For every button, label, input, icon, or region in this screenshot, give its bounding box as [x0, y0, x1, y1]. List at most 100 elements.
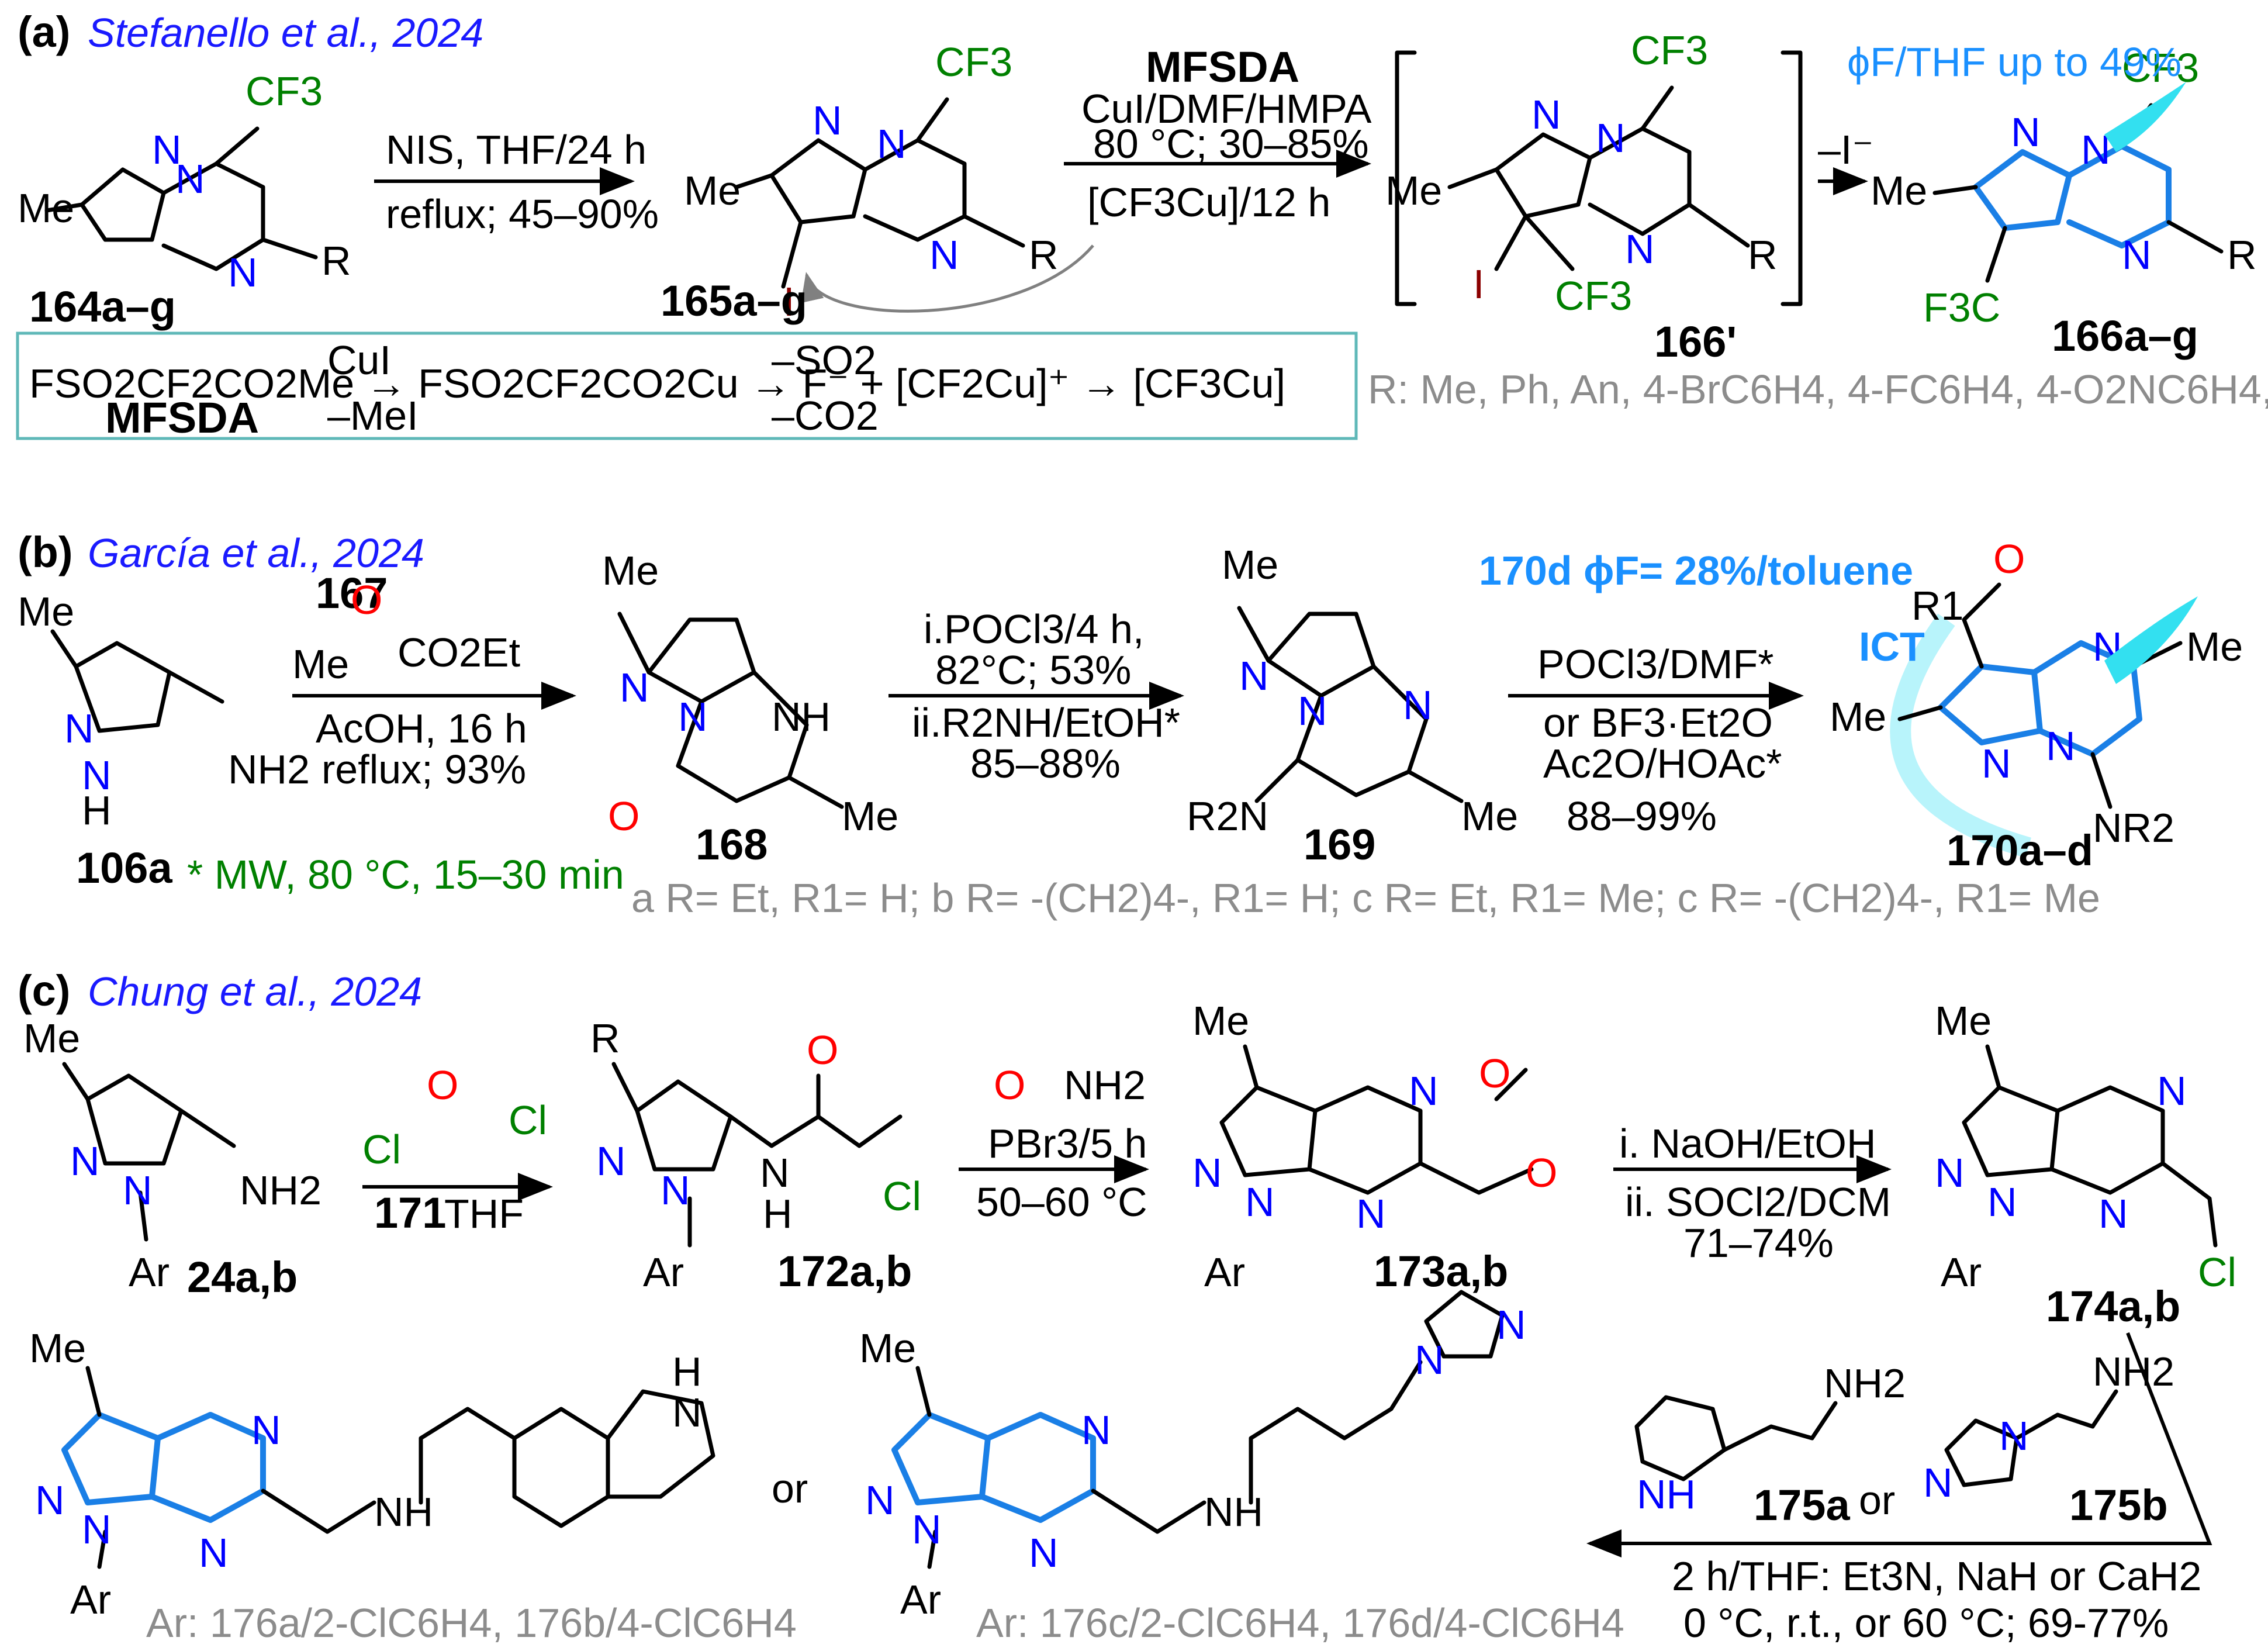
atom-n: N: [2098, 1191, 2128, 1236]
atom-nh2: NH2: [240, 1168, 321, 1213]
atom-cl: Cl: [362, 1127, 401, 1172]
atom-me: Me: [2186, 624, 2243, 669]
atom-o: O: [994, 1062, 1025, 1108]
atom-n: N: [678, 694, 708, 740]
cond-b1-bottom: reflux; 93%: [321, 747, 526, 792]
cond-a2-line2: CuI/DMF/HMPA: [1081, 86, 1372, 132]
label-166-prime: 166': [1654, 317, 1737, 366]
atom-n: N: [929, 232, 959, 278]
atom-n: N: [760, 1150, 790, 1196]
compound-166-prime: N N N Me CF3 R I CF3 166': [1385, 27, 1803, 366]
note-ar-cd: Ar: 176c/2-ClC6H4, 176d/4-ClC6H4: [976, 1600, 1624, 1646]
atom-me: Me: [1192, 998, 1249, 1044]
atom-nh2: NH2: [2093, 1349, 2174, 1394]
compound-168: Me N N NH O Me 168: [602, 548, 898, 869]
atom-ar: Ar: [129, 1249, 170, 1295]
atom-n: N: [1999, 1413, 2029, 1459]
atom-n: N: [199, 1530, 229, 1576]
ict-arrow: [1890, 613, 2031, 858]
atom-n: N: [1987, 1179, 2017, 1225]
atom-r1: R1: [1911, 583, 1963, 628]
atom-me: Me: [292, 641, 349, 687]
atom-me: Me: [1385, 168, 1442, 213]
note-or: or: [1859, 1477, 1895, 1523]
atom-n: N: [175, 156, 205, 202]
atom-r: R: [2227, 232, 2257, 278]
atom-nr2: NR2: [2093, 805, 2174, 851]
atom-nh2: NH2: [1824, 1360, 1906, 1406]
atom-n: N: [1935, 1150, 1965, 1196]
atom-h: H: [672, 1349, 702, 1394]
atom-ar: Ar: [1941, 1249, 1982, 1295]
atom-n: N: [82, 752, 112, 798]
atom-me: Me: [23, 1016, 80, 1061]
atom-n: N: [228, 250, 258, 295]
label-164: 164a–g: [29, 282, 176, 331]
atom-nh2: NH2: [228, 747, 310, 792]
box-mei: –MeI: [327, 393, 419, 438]
compound-176ab: Me N N N N NH H N Ar Ar: 176a/2-ClC6H4, …: [29, 1325, 797, 1646]
atom-o: O: [1479, 1051, 1510, 1096]
label-175b: 175b: [2069, 1481, 2168, 1529]
compound-172: R O N N N H Cl Ar 172a,b: [590, 1016, 921, 1296]
atom-n: N: [1239, 653, 1269, 699]
box-co2: –CO2: [772, 393, 879, 438]
atom-h: H: [82, 787, 112, 833]
atom-n: N: [1531, 92, 1561, 137]
atom-n: N: [2122, 232, 2152, 278]
atom-n: N: [70, 1138, 100, 1184]
compound-166: N N N Me CF3 R F3C ϕF/THF up to 49% 166a…: [1847, 39, 2257, 360]
atom-n: N: [865, 1477, 895, 1523]
atom-o: O: [427, 1062, 458, 1108]
atom-n: N: [1982, 741, 2011, 786]
atom-n: N: [2011, 109, 2041, 155]
note-mw: * MW, 80 °C, 15–30 min: [187, 852, 624, 897]
atom-h: H: [763, 1191, 793, 1236]
cond-b3-line3: Ac2O/HOAc*: [1543, 741, 1782, 786]
atom-r: R: [321, 238, 351, 284]
note-ar-ab: Ar: 176a/2-ClC6H4, 176b/4-ClC6H4: [146, 1600, 797, 1646]
atom-me: Me: [602, 548, 659, 593]
atom-n: N: [672, 1390, 702, 1435]
atom-n: N: [877, 121, 907, 167]
atom-r2n: R2N: [1187, 793, 1268, 839]
panel-c: (c) Chung et al., 2024 Me N N NH2 Ar 24a…: [18, 966, 2236, 1646]
atom-nh2: NH2: [1064, 1062, 1146, 1108]
cond-c3-line2: ii. SOCl2/DCM: [1625, 1179, 1891, 1225]
cond-c2-line1: PBr3/5 h: [988, 1121, 1147, 1166]
arrow-c4: [1586, 1332, 2212, 1557]
cond-b2-line4: 85–88%: [970, 741, 1121, 786]
atom-me: Me: [18, 589, 74, 634]
atom-nh: NH: [1204, 1489, 1263, 1535]
panel-b: (b) García et al., 2024 Me N N H NH2 106…: [18, 528, 2243, 921]
atom-i: I: [1473, 261, 1484, 307]
fluorescence-icon: [2104, 82, 2186, 152]
atom-n: N: [82, 1507, 112, 1552]
cond-b2-line2: 82°C; 53%: [935, 647, 1131, 693]
atom-n: N: [912, 1507, 942, 1552]
atom-cl: Cl: [2198, 1249, 2236, 1295]
atom-n: N: [620, 665, 649, 710]
compound-24: Me N N NH2 Ar 24a,b: [23, 1016, 321, 1301]
compound-176cd: Me N N N N NH N N Ar Ar: 176c/2-ClC6H4, …: [859, 1290, 1624, 1646]
cond-c2-line2: 50–60 °C: [976, 1179, 1147, 1225]
atom-n: N: [2046, 723, 2076, 769]
atom-n: N: [152, 127, 182, 172]
atom-n: N: [1298, 688, 1327, 734]
atom-n: N: [1923, 1460, 1953, 1505]
atom-o: O: [1526, 1150, 1557, 1196]
atom-cf3: CF3: [1631, 27, 1708, 73]
label-170: 170a–d: [1947, 826, 2093, 875]
label-168: 168: [696, 820, 767, 869]
panel-c-citation: Chung et al., 2024: [88, 969, 422, 1014]
note-ict: ICT: [1859, 624, 1925, 669]
atom-o: O: [807, 1027, 838, 1073]
atom-n: N: [1496, 1302, 1526, 1348]
panel-a: (a) Stefanello et al., 2024 N N N Me CF3…: [16, 8, 2268, 442]
atom-cf3: CF3: [1555, 273, 1632, 319]
cond-c4-line1: 2 h/THF: Et3N, NaH or CaH2: [1672, 1553, 2201, 1599]
atom-ar: Ar: [900, 1577, 941, 1622]
atom-n: N: [2157, 1068, 2187, 1114]
cond-b2-line3: ii.R2NH/EtOH*: [912, 700, 1180, 745]
